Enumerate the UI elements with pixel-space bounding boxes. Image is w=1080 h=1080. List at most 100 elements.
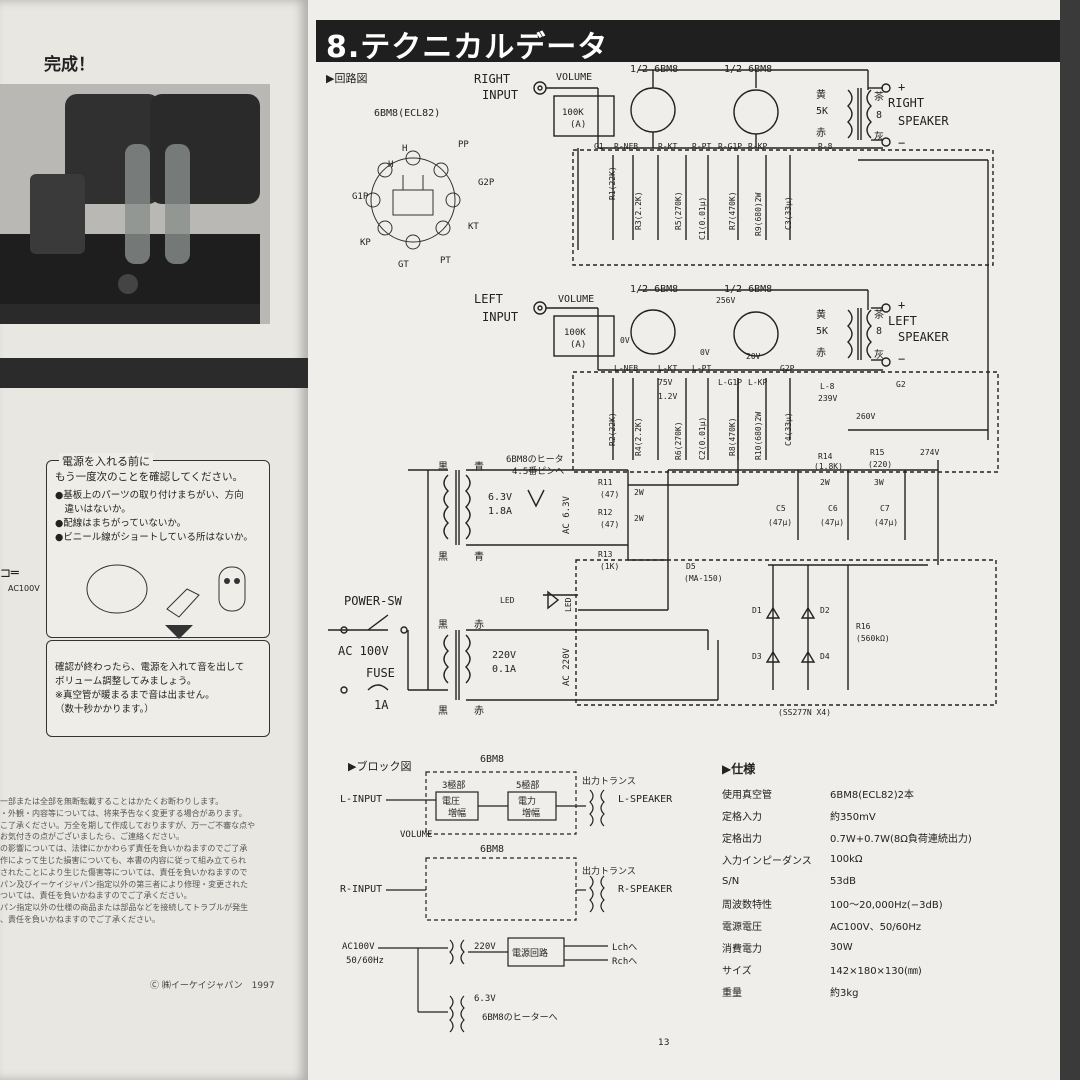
block-r-speaker: R-SPEAKER [618,884,673,895]
node-label: L-NFB [614,364,639,373]
block-power-circuit: 電源回路 [512,949,549,959]
block-l-input: L-INPUT [340,794,383,805]
block-heater: 6BM8のヒーターへ [482,1013,558,1023]
volume-label: VOLUME [556,72,593,83]
part-label: (47μ) [874,518,899,527]
wire-color: 黄 [816,310,826,321]
tube-label: 1/2 6BM8 [724,64,773,75]
pin-label: PT [440,256,451,266]
block-ac: AC100V [342,942,375,952]
page-number: 13 [658,1038,670,1048]
tube-pinout-diagram [365,150,461,250]
pin-label: G2P [478,178,495,188]
fuse-rating: 1A [374,698,389,712]
capacitor-label: C2(0.01μ) [698,416,707,460]
spec-value: 6BM8(ECL82)2本 [830,789,914,801]
capacitor-label: C4(33μ) [784,412,793,446]
part-label: (47μ) [768,518,793,527]
check-title: 電源を入れる前に [59,453,153,469]
spec-value: 0.7W+0.7W(8Ω負荷連続出力) [830,833,972,845]
section-title-bar: 8.テクニカルデータ [316,20,1060,65]
arrow-down-icon [165,625,193,639]
copyright: Ⓒ ㈱イーケイジャパン 1997 [150,981,275,991]
wire-color: 赤 [816,128,826,139]
pot-label: 100K [564,328,586,338]
spec-value: 約3kg [830,987,859,999]
check-box: 電源を入れる前に もう一度次のことを確認してください。 ●基板上のパーツの取り付… [46,453,270,638]
part-label: R15 [870,448,885,457]
part-label: C6 [828,504,838,513]
block-l-speaker: L-SPEAKER [618,794,673,805]
pin-label: PP [458,140,469,150]
node-label: R-PT [692,142,712,151]
note-line: ・外観・内容等については、将来予告なく変更する場合があります。 [0,808,247,818]
part-label: LED [564,597,573,612]
capacitor-label: C1(0.01μ) [698,196,707,240]
part-label: C7 [880,504,890,513]
spec-value: AC100V、50/60Hz [830,921,922,933]
block-diagram [378,771,608,1033]
left-speaker-label: SPEAKER [898,330,949,344]
part-label: 2W [634,488,644,497]
note-line: こ了承ください。万全を期して作成しておりますが、万一ご不審な点や [0,820,256,830]
check-sub: もう一度次のことを確認してください。 [55,471,244,483]
tube-label: 1/2 6BM8 [630,284,679,295]
ac-label: AC 220V [562,648,572,686]
node-label: L-8 [820,382,835,391]
voltage-label: 75V [658,378,673,387]
spec-row: 重量 約3kg [722,980,1042,1002]
right-input-label: INPUT [482,88,519,102]
after-text: 確認が終わったら、電源を入れて音を出して ボリューム調整してみましょう。 ※真空… [55,661,244,717]
spec-key: サイズ [722,965,752,977]
voltage-label: 0V [700,348,710,357]
part-label: 2W [634,514,644,523]
section-title: 8.テクニカルデータ [326,30,609,65]
wire-color: 灰 [874,132,884,143]
block-amp: 電圧 [442,797,461,807]
after-line: ※真空管が暖まるまで音は出ません。 [55,690,215,701]
spec-key: 使用真空管 [722,789,772,801]
spec-row: 周波数特性 100〜20,000Hz(−3dB) [722,892,1042,914]
part-label: (MA-150) [684,574,723,583]
voltage-label: 239V [818,394,838,403]
spec-value: 53dB [830,875,856,887]
block-ac: 50/60Hz [346,956,384,966]
pot-label: 100K [562,108,584,118]
block-220v: 220V [474,942,496,952]
right-speaker-label: RIGHT [888,96,925,110]
spec-value: 142×180×130(㎜) [830,965,922,977]
left-speaker-label: LEFT [888,314,917,328]
spec-row: 定格入力 約350mV [722,804,1042,826]
ac-label: AC100V [8,584,40,593]
spec-key: 周波数特性 [722,899,772,911]
part-label: R11 [598,478,613,487]
voltage-label: 1.2V [658,392,678,401]
block-amp: 電力 [518,797,537,807]
spec-key: 電源電圧 [722,921,762,933]
wire-color: 赤 [474,620,484,631]
voltage-label: 20V [746,352,761,361]
wire-color: 灰 [874,350,884,361]
block-r-input: R-INPUT [340,884,383,895]
note-line: されたことにより生じた傷害等については、責任を負いかねますので [0,867,248,877]
spec-key: 定格入力 [722,811,762,823]
node-label: G1 [594,142,604,151]
part-label: (1K) [600,562,620,571]
node-label: R-G1P [718,142,743,151]
amplifier-illustration [0,84,270,324]
transformer-voltage: 6.3V [488,492,513,503]
left-input-label: LEFT [474,292,503,306]
check-item: ●配線はまちがっていないか。 [55,518,187,529]
pin-label: GT [398,260,409,270]
spec-value: 100kΩ [830,853,863,865]
spec-row: S/N 53dB [722,870,1042,892]
wire-color: 黒 [438,706,448,717]
minus-label: − [898,352,906,366]
spec-title: ▶仕様 [722,762,756,776]
resistor-label: R9(680)2W [754,192,763,236]
part-label: 3W [874,478,884,487]
spec-table: 使用真空管 6BM8(ECL82)2本 定格入力 約350mV 定格出力 0.7… [722,782,1042,1002]
spec-row: 使用真空管 6BM8(ECL82)2本 [722,782,1042,804]
tube-label: 1/2 6BM8 [724,284,773,295]
check-list: ●基板上のパーツの取り付けまちがい、方向 違いはないか。 ●配線はまちがっていな… [55,489,253,545]
